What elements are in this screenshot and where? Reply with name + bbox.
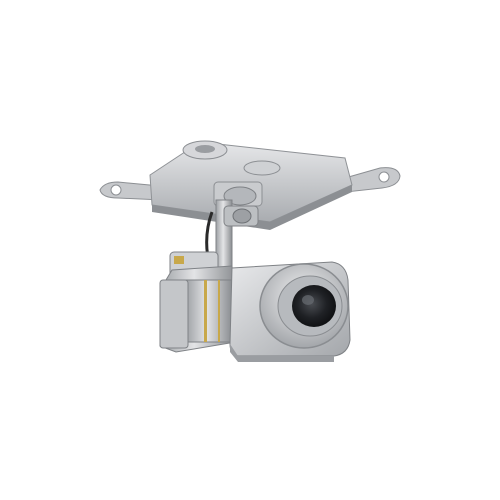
- roll-motor: [159, 251, 237, 353]
- camera-body: [229, 261, 351, 362]
- lens-glass: [292, 285, 336, 327]
